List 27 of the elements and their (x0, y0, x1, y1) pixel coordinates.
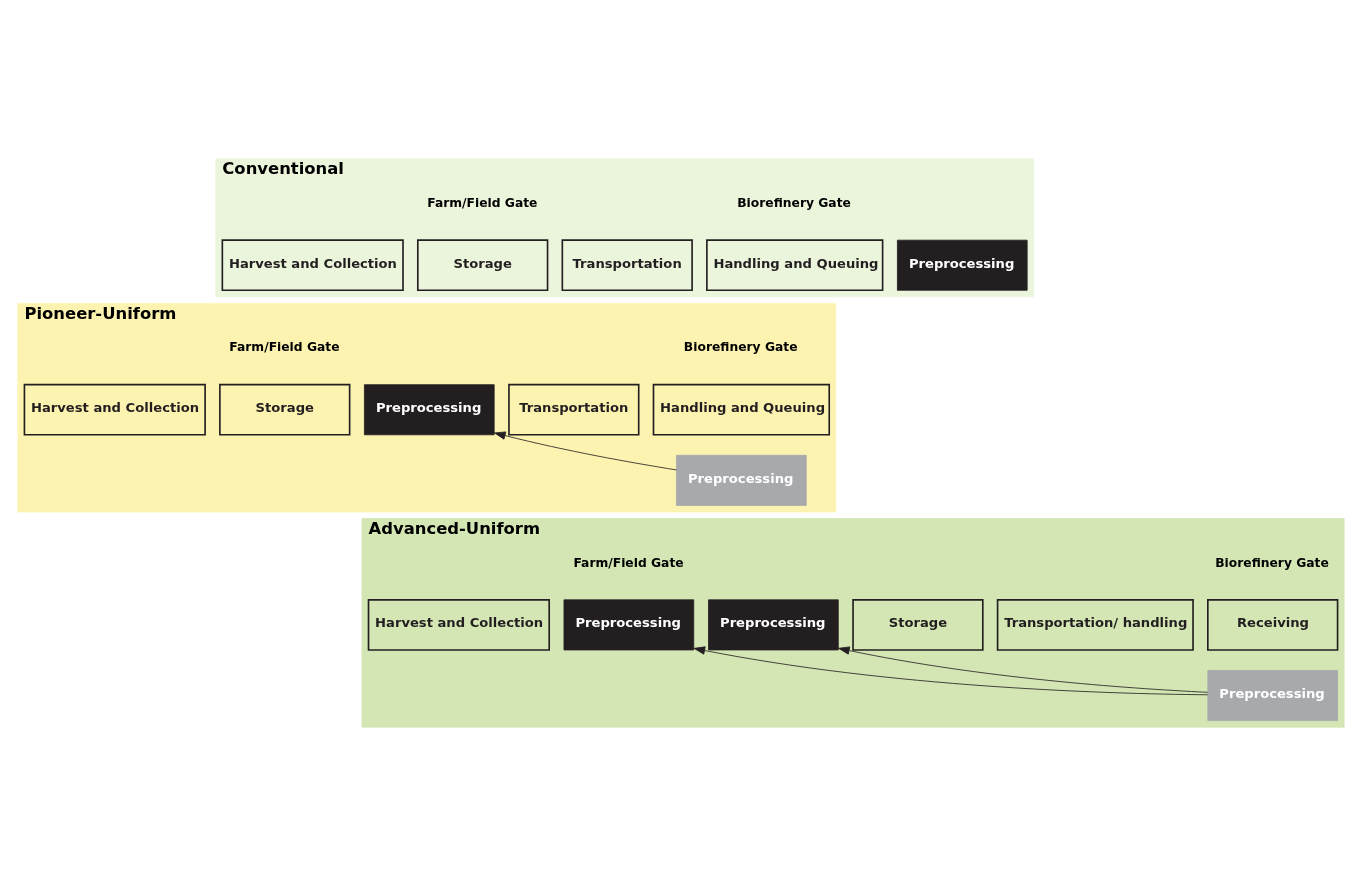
node-box: Preprocessing (563, 598, 695, 650)
node-box: Preprocessing (676, 454, 807, 506)
node-box: Transportation/ handling (996, 598, 1194, 651)
node-box: Transportation (561, 238, 693, 291)
node-box: Harvest and Collection (221, 238, 404, 291)
node-box: Handling and Queuing (706, 238, 884, 291)
label: Biorefinery Gate (1215, 555, 1329, 570)
node-box: Preprocessing (1207, 669, 1338, 721)
node-box: Storage (852, 598, 984, 651)
node-box: Preprocessing (364, 383, 495, 435)
node-box: Handling and Queuing (652, 383, 831, 436)
label: Farm/Field Gate (427, 195, 538, 210)
node-box: Preprocessing (708, 598, 839, 650)
node-box: Storage (219, 383, 351, 436)
node-box: Harvest and Collection (367, 598, 550, 651)
node-box: Transportation (508, 383, 640, 436)
node-box: Storage (417, 238, 549, 291)
label: Biorefinery Gate (737, 195, 851, 210)
arrow (693, 645, 1209, 695)
node-box: Harvest and Collection (23, 383, 206, 436)
node-box: Receiving (1207, 598, 1339, 651)
label: Farm/Field Gate (229, 339, 340, 354)
label: Farm/Field Gate (573, 555, 684, 570)
node-box: Preprocessing (897, 239, 1028, 291)
arrow (838, 645, 1208, 693)
label: Biorefinery Gate (683, 339, 798, 354)
arrow (494, 431, 677, 470)
